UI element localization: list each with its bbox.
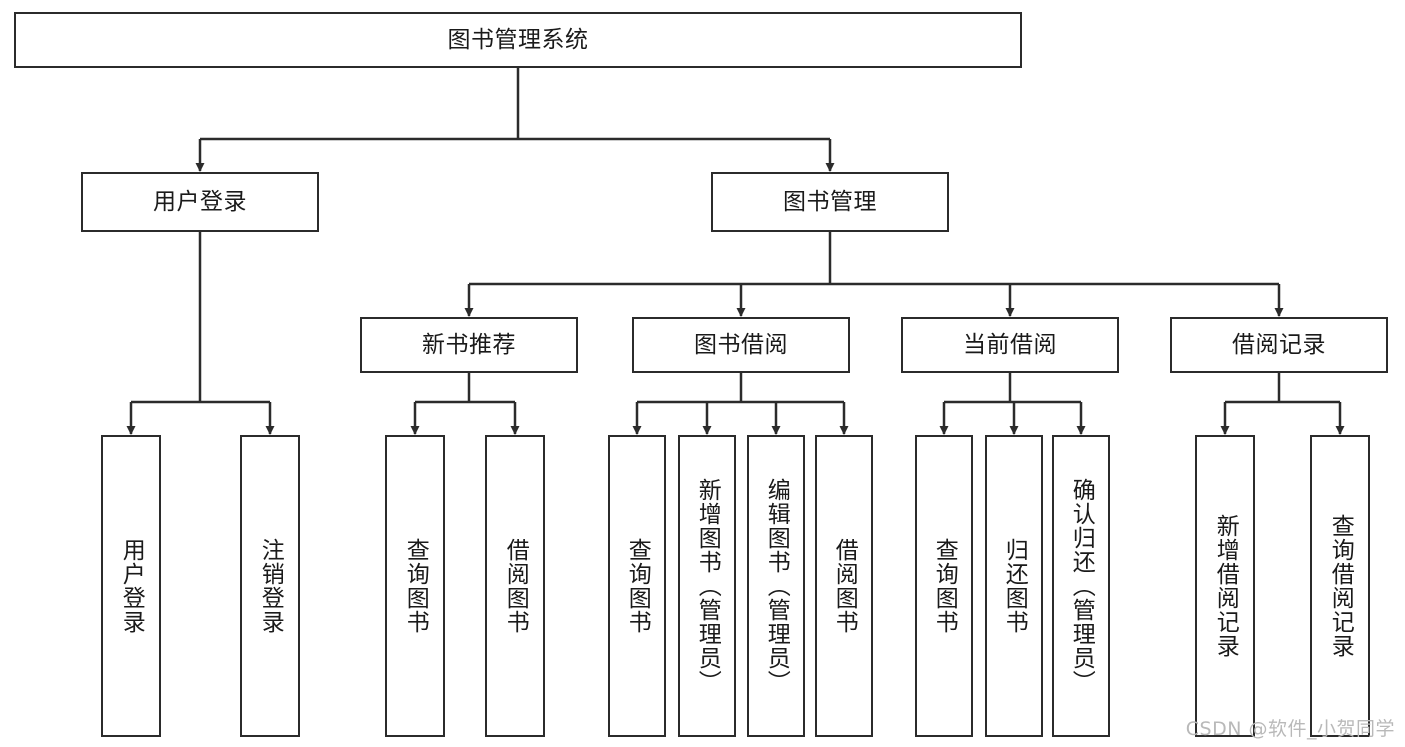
- node-l_cu_query[interactable]: 查询图书: [915, 435, 973, 737]
- node-login[interactable]: 用户登录: [81, 172, 319, 232]
- node-label: 查询图书: [402, 538, 429, 634]
- node-label: 图书管理系统: [447, 26, 589, 53]
- node-l_bw_add[interactable]: 新增图书（管理员）: [678, 435, 736, 737]
- node-label: 用户登录: [118, 538, 145, 634]
- node-label: 注销登录: [257, 538, 284, 634]
- node-label: 查询图书: [931, 538, 958, 634]
- node-l_rc_query[interactable]: 查询借阅记录: [1310, 435, 1370, 737]
- node-label: 新增借阅记录: [1212, 514, 1239, 658]
- node-root[interactable]: 图书管理系统: [14, 12, 1022, 68]
- node-l_cu_ret[interactable]: 归还图书: [985, 435, 1043, 737]
- node-l_bw_edit[interactable]: 编辑图书（管理员）: [747, 435, 805, 737]
- watermark: CSDN @软件_小贺同学: [1185, 718, 1395, 740]
- node-label: 图书借阅: [694, 331, 788, 358]
- node-label: 查询借阅记录: [1327, 514, 1354, 658]
- node-records[interactable]: 借阅记录: [1170, 317, 1388, 373]
- node-label: 归还图书: [1001, 538, 1028, 634]
- node-l_login[interactable]: 用户登录: [101, 435, 161, 737]
- node-current[interactable]: 当前借阅: [901, 317, 1119, 373]
- node-label: 借阅图书: [502, 538, 529, 634]
- node-label: 当前借阅: [963, 331, 1057, 358]
- node-label: 用户登录: [153, 188, 247, 215]
- node-l_bw_lend[interactable]: 借阅图书: [815, 435, 873, 737]
- node-l_nb_borrow[interactable]: 借阅图书: [485, 435, 545, 737]
- node-newbooks[interactable]: 新书推荐: [360, 317, 578, 373]
- node-label: 新书推荐: [422, 331, 516, 358]
- node-label: 编辑图书（管理员）: [763, 478, 790, 694]
- node-l_cu_conf[interactable]: 确认归还（管理员）: [1052, 435, 1110, 737]
- node-l_logout[interactable]: 注销登录: [240, 435, 300, 737]
- node-label: 确认归还（管理员）: [1068, 478, 1095, 694]
- node-label: 新增图书（管理员）: [694, 478, 721, 694]
- node-label: 图书管理: [783, 188, 877, 215]
- node-borrow[interactable]: 图书借阅: [632, 317, 850, 373]
- node-l_nb_query[interactable]: 查询图书: [385, 435, 445, 737]
- node-label: 借阅记录: [1232, 331, 1326, 358]
- node-bookmgmt[interactable]: 图书管理: [711, 172, 949, 232]
- node-l_rc_add[interactable]: 新增借阅记录: [1195, 435, 1255, 737]
- node-label: 借阅图书: [831, 538, 858, 634]
- node-l_bw_query[interactable]: 查询图书: [608, 435, 666, 737]
- node-label: 查询图书: [624, 538, 651, 634]
